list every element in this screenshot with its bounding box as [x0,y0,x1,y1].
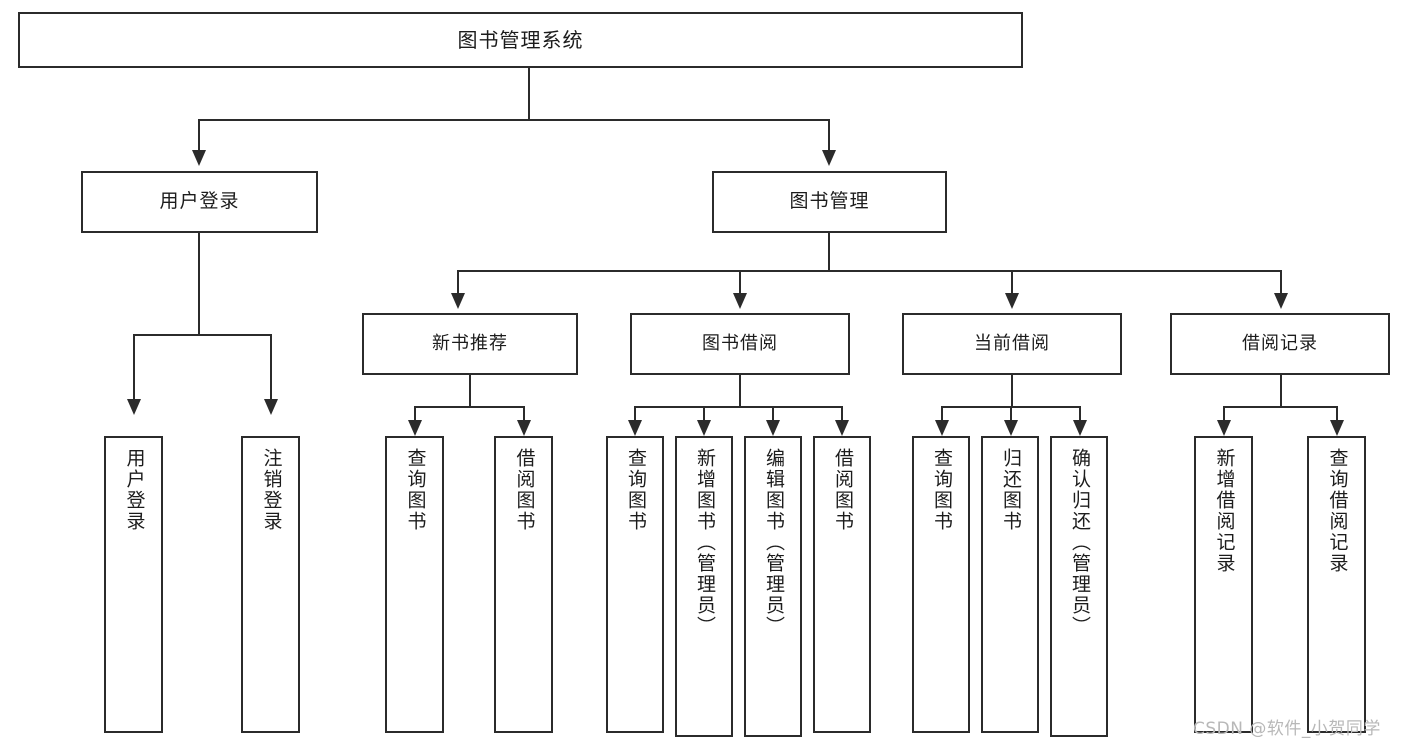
node-label: 新书推荐 [432,332,508,354]
leaf-book-edit-admin[interactable]: 编辑图书（管理员） [744,436,802,737]
node-label: 查询图书 [624,448,647,532]
edge-borrow-record-to-add [1223,406,1225,424]
node-label: 查询图书 [930,448,953,532]
node-label: 确认归还（管理员） [1068,448,1091,637]
edge-book-borrow-to-query [634,406,636,424]
edge-book-borrow-stem [739,375,741,407]
edge-root-bus [199,119,830,121]
edge-root-to-book-mgmt [828,119,830,151]
arrowhead-book-borrow-to-borrow [835,420,849,436]
node-root-system[interactable]: 图书管理系统 [18,12,1023,68]
node-label: 当前借阅 [974,332,1050,354]
edge-book-mgmt-to-borrow-record [1280,270,1282,294]
edge-user-login-bus [134,334,272,336]
node-label: 注销登录 [260,448,283,532]
node-label: 查询图书 [404,448,427,532]
node-book-management[interactable]: 图书管理 [712,171,947,233]
node-label: 编辑图书（管理员） [762,448,785,637]
edge-borrow-record-bus [1224,406,1338,408]
node-user-login[interactable]: 用户登录 [81,171,318,233]
edge-current-borrow-stem [1011,375,1013,407]
arrowhead-book-borrow-to-add [697,420,711,436]
edge-book-mgmt-bus [458,270,1282,272]
edge-user-login-to-login [133,334,135,400]
leaf-user-login[interactable]: 用户登录 [104,436,163,733]
arrowhead-new-book-to-query [408,420,422,436]
arrowhead-book-mgmt-to-new-book [451,293,465,309]
arrowhead-current-borrow-to-return [1004,420,1018,436]
edge-current-borrow-to-confirm [1079,406,1081,424]
edge-book-mgmt-stem [828,233,830,271]
node-label: 图书管理 [789,190,870,213]
edge-user-login-to-logout [270,334,272,400]
node-new-book-recommendation[interactable]: 新书推荐 [362,313,578,375]
leaf-return-book[interactable]: 归还图书 [981,436,1039,733]
leaf-new-book-query[interactable]: 查询图书 [385,436,444,733]
edge-book-borrow-to-borrow [841,406,843,424]
node-label: 用户登录 [159,190,240,213]
leaf-book-borrow-action[interactable]: 借阅图书 [813,436,871,733]
edge-current-borrow-to-query [941,406,943,424]
arrowhead-user-login-to-login [127,399,141,415]
arrowhead-borrow-record-to-query [1330,420,1344,436]
node-label: 借阅记录 [1242,332,1318,354]
edge-borrow-record-to-query [1336,406,1338,424]
edge-new-book-to-query [414,406,416,424]
node-book-borrowing[interactable]: 图书借阅 [630,313,850,375]
edge-book-borrow-to-edit [772,406,774,424]
arrowhead-root-to-book-mgmt [822,150,836,166]
edge-new-book-to-borrow [523,406,525,424]
leaf-confirm-return-admin[interactable]: 确认归还（管理员） [1050,436,1108,737]
edge-book-mgmt-to-book-borrow [739,270,741,294]
node-label: 归还图书 [999,448,1022,532]
edge-book-borrow-bus [635,406,843,408]
arrowhead-current-borrow-to-confirm [1073,420,1087,436]
leaf-new-book-borrow[interactable]: 借阅图书 [494,436,553,733]
node-label: 图书借阅 [702,332,778,354]
node-label: 新增借阅记录 [1213,448,1236,574]
node-label: 新增图书（管理员） [693,448,716,637]
edge-borrow-record-stem [1280,375,1282,407]
node-label: 查询借阅记录 [1326,448,1349,574]
edge-book-borrow-to-add [703,406,705,424]
leaf-book-borrow-query[interactable]: 查询图书 [606,436,664,733]
edge-book-mgmt-to-new-book [457,270,459,294]
arrowhead-root-to-user-login [192,150,206,166]
edge-root-stem [528,68,530,120]
edge-new-book-stem [469,375,471,407]
edge-current-borrow-to-return [1010,406,1012,424]
edge-book-mgmt-to-current-borrow [1011,270,1013,294]
arrowhead-book-borrow-to-query [628,420,642,436]
arrowhead-borrow-record-to-add [1217,420,1231,436]
node-label: 借阅图书 [831,448,854,532]
node-borrowing-records[interactable]: 借阅记录 [1170,313,1390,375]
node-label: 图书管理系统 [457,27,584,52]
leaf-user-logout[interactable]: 注销登录 [241,436,300,733]
leaf-add-borrow-record[interactable]: 新增借阅记录 [1194,436,1253,733]
arrowhead-book-mgmt-to-borrow-record [1274,293,1288,309]
leaf-book-add-admin[interactable]: 新增图书（管理员） [675,436,733,737]
arrowhead-current-borrow-to-query [935,420,949,436]
arrowhead-book-borrow-to-edit [766,420,780,436]
edge-root-to-user-login [198,119,200,151]
edge-new-book-bus [415,406,525,408]
node-label: 用户登录 [123,448,146,532]
arrowhead-user-login-to-logout [264,399,278,415]
leaf-query-borrow-record[interactable]: 查询借阅记录 [1307,436,1366,733]
arrowhead-book-mgmt-to-current-borrow [1005,293,1019,309]
node-label: 借阅图书 [513,448,536,532]
leaf-current-borrow-query[interactable]: 查询图书 [912,436,970,733]
edge-user-login-stem [198,233,200,335]
node-current-borrowing[interactable]: 当前借阅 [902,313,1122,375]
arrowhead-new-book-to-borrow [517,420,531,436]
arrowhead-book-mgmt-to-book-borrow [733,293,747,309]
